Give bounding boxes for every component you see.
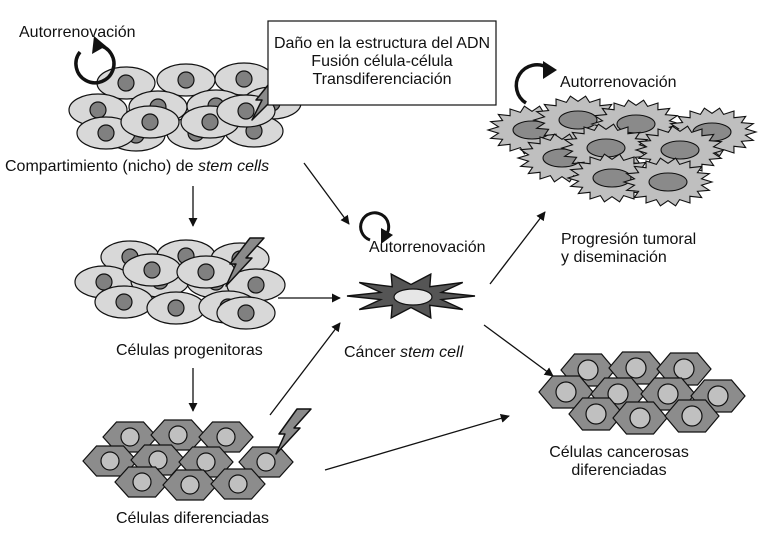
cell-nucleus <box>673 358 695 380</box>
cell-nucleus <box>607 383 629 405</box>
cell-nucleus <box>707 385 729 407</box>
cell-nucleus <box>558 110 598 130</box>
label-cancer-italic: stem cell <box>400 344 464 361</box>
arrow-cancer-stem-to-diff-cancer <box>483 324 554 377</box>
label-self-renewal: Autorrenovación <box>19 24 136 41</box>
cell-nucleus <box>237 102 255 120</box>
cell-nucleus <box>629 407 651 429</box>
self-renewal-cycle-icon <box>514 63 549 105</box>
arrow-differentiated-to-diff-cancer <box>324 413 510 471</box>
cell-nucleus <box>256 452 276 472</box>
label-self-renewal-right: Autorrenovación <box>560 74 677 91</box>
self-renewal-cycle-arrowhead-icon <box>92 36 106 54</box>
cell-nucleus <box>235 70 253 88</box>
label-differentiated: Células diferenciadas <box>116 510 269 527</box>
cell-nucleus <box>197 263 215 281</box>
stem-cell-cluster <box>68 62 302 152</box>
cell-nucleus <box>89 101 107 119</box>
self-renewal-cycle-arrowhead-icon <box>381 228 393 244</box>
cell-nucleus <box>168 425 188 445</box>
cell-nucleus <box>97 124 115 142</box>
self-renewal-cycle-arrowhead-icon <box>543 61 557 79</box>
cell-nucleus <box>216 427 236 447</box>
events-line-transdifferentiation: Transdiferenciación <box>312 71 451 88</box>
cell-nucleus <box>148 450 168 470</box>
cell-nucleus <box>180 475 200 495</box>
tumor-cell-cluster <box>486 95 758 207</box>
damage-bolt-icon <box>225 237 265 287</box>
cell-nucleus <box>132 472 152 492</box>
label-stem-niche-italic: stem cells <box>198 158 269 175</box>
label-cancer-stem-cell: Cáncer stem cell <box>344 344 464 361</box>
cell-nucleus <box>228 474 248 494</box>
damage-bolt-icon <box>275 408 312 455</box>
cell-nucleus <box>577 359 599 381</box>
differentiated-cancer-cell-cluster <box>538 351 746 435</box>
label-stem-niche-prefix: Compartimiento (nicho) de <box>5 158 198 175</box>
label-progenitors: Células progenitoras <box>116 342 263 359</box>
cell-nucleus <box>141 113 159 131</box>
cell-nucleus <box>237 304 255 322</box>
cell-nucleus <box>201 113 219 131</box>
label-progression-line2: y diseminación <box>561 249 667 266</box>
events-line-dna-damage: Daño en la estructura del ADN <box>274 35 490 52</box>
arrow-stem-to-cancer-stem <box>303 162 350 225</box>
arrow-differentiated-to-cancer-stem <box>269 322 341 416</box>
cell-nucleus <box>625 357 647 379</box>
differentiated-cell-cluster <box>82 419 294 501</box>
cell-nucleus <box>167 299 185 317</box>
label-stem-niche: Compartimiento (nicho) de stem cells <box>5 158 269 175</box>
self-renewal-cycle-icon <box>74 43 116 85</box>
cell-nucleus <box>117 74 135 92</box>
cell-nucleus <box>660 140 700 160</box>
cell-nucleus <box>657 383 679 405</box>
label-diff-cancer-line2: diferenciadas <box>571 462 666 479</box>
progenitor-cell-cluster <box>74 239 286 330</box>
events-box <box>267 20 497 106</box>
cancer-stem-cell <box>346 272 476 320</box>
cell-nucleus <box>143 261 161 279</box>
label-cancer-prefix: Cáncer <box>344 344 400 361</box>
cell-nucleus <box>100 451 120 471</box>
flow-arrows <box>188 162 554 471</box>
cell-nucleus <box>555 381 577 403</box>
cell-nucleus <box>177 71 195 89</box>
events-line-cell-fusion: Fusión célula-célula <box>311 53 453 70</box>
cell-nucleus <box>681 405 703 427</box>
cell-nucleus <box>592 168 632 188</box>
cancer-stem-cell-nucleus <box>393 288 433 306</box>
cell-nucleus <box>648 172 688 192</box>
self-renewal-cycle-icon <box>359 211 391 242</box>
label-self-renewal-center: Autorrenovación <box>369 239 486 256</box>
cell-nucleus <box>247 276 265 294</box>
label-progression-line1: Progresión tumoral <box>561 231 696 248</box>
cell-nucleus <box>115 293 133 311</box>
cell-nucleus <box>120 427 140 447</box>
cell-nucleus <box>196 452 216 472</box>
cell-nucleus <box>585 403 607 425</box>
label-diff-cancer-line1: Células cancerosas <box>549 444 689 461</box>
arrow-cancer-stem-to-progression <box>489 211 546 285</box>
